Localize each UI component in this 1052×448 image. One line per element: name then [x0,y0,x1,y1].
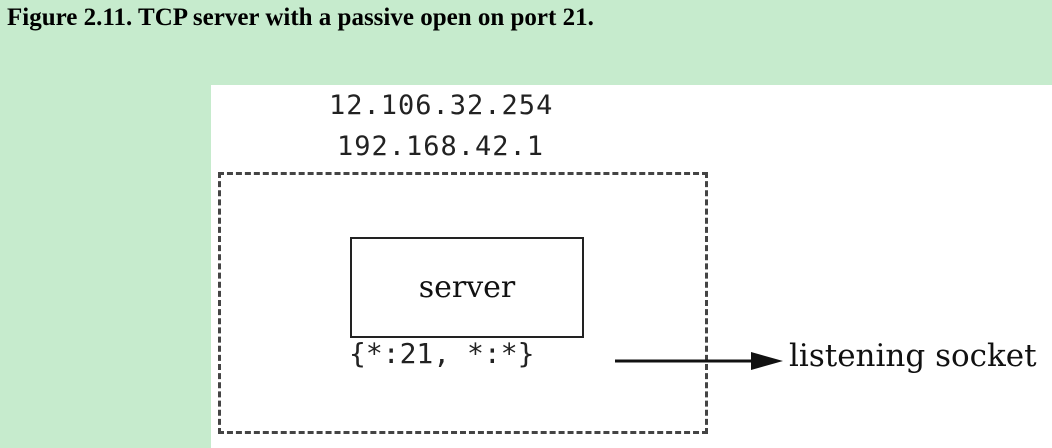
server-label: server [418,270,516,305]
ip-address-public: 12.106.32.254 [329,90,554,121]
arrow-icon [615,352,783,370]
diagram-panel: 12.106.32.254 192.168.42.1 server {*:21,… [211,85,1052,448]
figure-caption: Figure 2.11. TCP server with a passive o… [7,4,594,31]
socket-pair-label: {*:21, *:*} [349,337,535,370]
listening-socket-label: listening socket [789,338,1037,374]
server-box: server [350,237,584,338]
host-boundary [218,172,708,434]
ip-address-private: 192.168.42.1 [337,131,545,162]
